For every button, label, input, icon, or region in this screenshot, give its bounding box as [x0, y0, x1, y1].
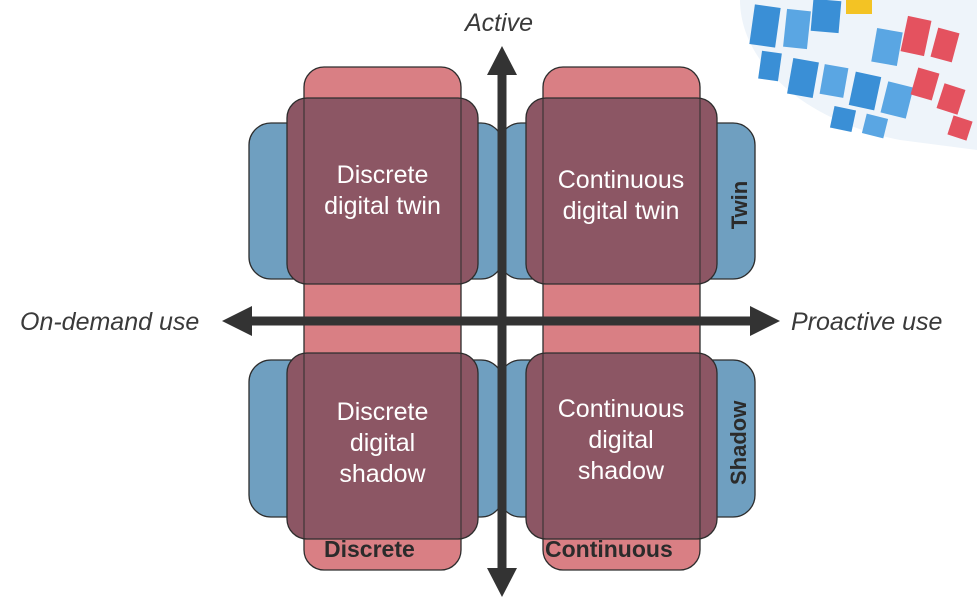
axis-label-right: Proactive use — [791, 308, 943, 336]
quadrant-label-discrete-shadow: Discrete digital shadow — [336, 398, 429, 488]
axis-label-top: Active — [465, 9, 534, 37]
row-label-twin: Twin — [727, 180, 752, 230]
column-label-discrete: Discrete — [324, 536, 415, 562]
quadrant-overlaps — [286, 97, 718, 540]
horizontal-axis-arrow — [222, 306, 780, 336]
axis-label-left: On-demand use — [20, 308, 200, 336]
quadrant-label-discrete-twin: Discrete digital twin — [324, 161, 441, 220]
quadrant-label-continuous-twin: Continuous digital twin — [557, 166, 685, 225]
row-label-shadow: Shadow — [726, 400, 751, 485]
column-label-continuous: Continuous — [545, 536, 673, 562]
logo-globe-graphic — [740, 0, 977, 150]
quadrant-label-continuous-shadow: Continuous digital shadow — [557, 395, 685, 485]
